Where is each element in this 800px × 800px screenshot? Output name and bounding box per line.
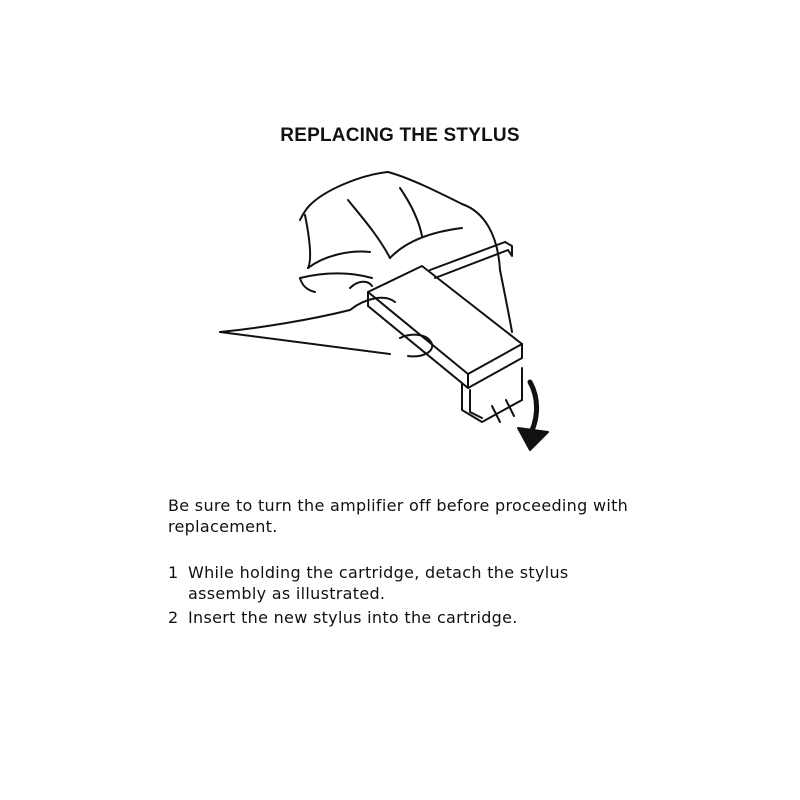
step-item: 2 Insert the new stylus into the cartrid… <box>168 607 638 628</box>
step-text: While holding the cartridge, detach the … <box>188 563 569 603</box>
step-text: Insert the new stylus into the cartridge… <box>188 608 518 627</box>
steps-list: 1 While holding the cartridge, detach th… <box>168 562 638 628</box>
step-item: 1 While holding the cartridge, detach th… <box>168 562 638 604</box>
hand-removing-stylus-illustration-icon <box>219 171 549 451</box>
step-number: 1 <box>168 563 179 582</box>
stylus-removal-illustration <box>200 160 570 460</box>
instructions: Be sure to turn the amplifier off before… <box>168 495 638 631</box>
step-number: 2 <box>168 608 179 627</box>
intro-paragraph: Be sure to turn the amplifier off before… <box>168 496 629 536</box>
page-title: REPLACING THE STYLUS <box>280 125 520 146</box>
